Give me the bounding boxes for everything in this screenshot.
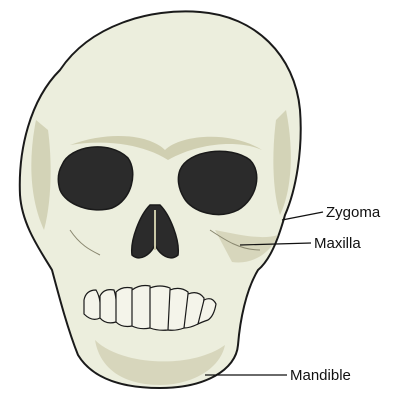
zygoma-leader-line (282, 212, 323, 220)
zygoma-label: Zygoma (326, 205, 380, 220)
skull-outline (20, 11, 301, 388)
mandible-label: Mandible (290, 368, 351, 383)
eye-socket-right (178, 151, 256, 214)
skull-illustration (20, 11, 301, 388)
maxilla-label: Maxilla (314, 236, 361, 251)
eye-socket-left (58, 147, 132, 210)
